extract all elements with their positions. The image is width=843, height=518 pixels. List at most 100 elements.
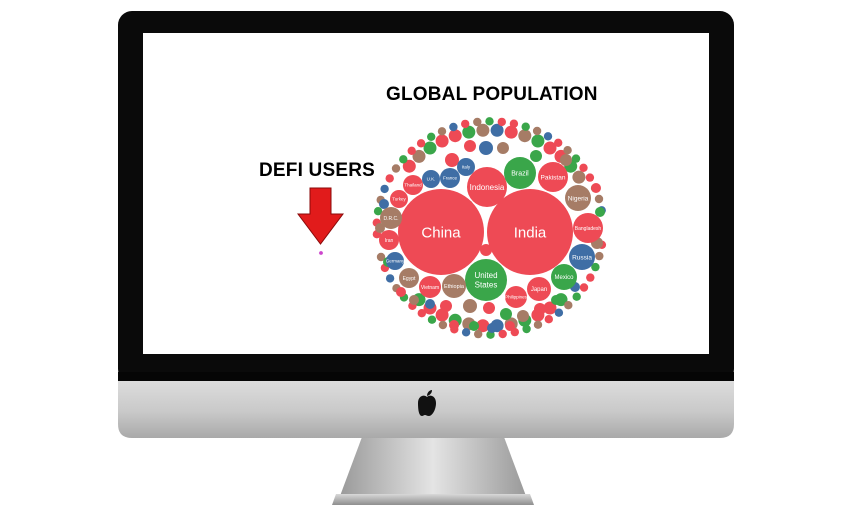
monitor-stand <box>340 437 526 496</box>
minor-country-bubble <box>564 301 573 310</box>
country-label: Thailand <box>404 183 422 188</box>
minor-country-bubble <box>445 153 459 167</box>
country-bubble <box>457 158 475 176</box>
minor-country-bubble <box>487 323 497 333</box>
country-label: Germany <box>386 259 405 264</box>
country-bubble <box>538 162 568 192</box>
minor-country-bubble <box>572 170 586 184</box>
country-bubble <box>573 213 603 243</box>
country-bubble <box>465 259 507 301</box>
minor-country-bubble <box>449 122 458 132</box>
minor-country-bubble <box>476 319 490 333</box>
country-bubble <box>467 167 507 207</box>
country-bubble <box>565 185 591 211</box>
minor-country-bubble <box>554 138 563 147</box>
minor-country-bubble <box>586 273 595 282</box>
minor-country-bubble <box>504 125 518 139</box>
country-bubble <box>398 189 484 275</box>
minor-country-bubble <box>379 199 389 209</box>
minor-country-bubble <box>438 320 448 330</box>
minor-country-bubble <box>463 299 477 313</box>
minor-country-bubble <box>551 295 561 305</box>
country-label: U.K. <box>427 177 436 182</box>
country-bubble <box>379 230 399 250</box>
minor-country-bubble <box>474 329 483 339</box>
minor-country-bubble <box>449 320 459 330</box>
country-bubble <box>442 274 466 298</box>
minor-country-bubble <box>399 155 408 164</box>
minor-country-bubble <box>543 301 557 315</box>
minor-country-bubble <box>534 303 546 315</box>
minor-country-bubble <box>591 183 601 193</box>
country-label: Philippines <box>505 295 528 300</box>
minor-country-bubble <box>437 127 447 136</box>
minor-country-bubble <box>505 321 515 331</box>
defi-users-dot <box>318 250 324 256</box>
minor-country-bubble <box>500 308 512 320</box>
monitor-stand-base <box>332 494 534 505</box>
minor-country-bubble <box>464 140 476 152</box>
minor-country-bubble <box>497 142 509 154</box>
minor-country-bubble <box>469 321 479 331</box>
minor-country-bubble <box>543 141 557 155</box>
minor-country-bubble <box>423 141 437 155</box>
country-label: Brazil <box>511 170 529 177</box>
country-bubble <box>551 264 577 290</box>
country-bubble <box>419 276 441 298</box>
country-label: Italy <box>462 165 471 170</box>
country-label: Vietnam <box>421 285 439 291</box>
minor-country-bubble <box>476 123 490 137</box>
country-bubble <box>505 286 527 308</box>
minor-country-bubble <box>461 328 471 337</box>
country-bubble <box>527 277 551 301</box>
minor-country-bubble <box>497 117 506 127</box>
minor-country-bubble <box>594 194 604 204</box>
country-bubble <box>403 175 423 195</box>
minor-country-bubble <box>483 302 495 314</box>
country-bubble <box>504 157 536 189</box>
country-bubble <box>380 207 402 229</box>
minor-country-bubble <box>427 315 437 324</box>
minor-country-bubble <box>579 283 589 292</box>
minor-country-bubble <box>585 173 595 182</box>
global-population-title: GLOBAL POPULATION <box>386 84 598 105</box>
country-label: Indonesia <box>470 183 505 192</box>
minor-country-bubble <box>417 309 426 318</box>
minor-country-bubble <box>380 184 389 194</box>
minor-country-bubble <box>375 223 385 233</box>
minor-country-bubble <box>571 154 581 163</box>
minor-country-bubble <box>572 292 581 301</box>
country-bubble <box>399 268 419 288</box>
minor-country-bubble <box>461 119 470 129</box>
minor-country-bubble <box>563 146 572 155</box>
defi-users-title: DEFI USERS <box>259 160 376 181</box>
country-bubble <box>386 252 404 270</box>
minor-country-bubble <box>509 119 519 128</box>
minor-country-bubble <box>412 149 426 163</box>
country-label: China <box>421 224 461 241</box>
country-label: Nigeria <box>568 195 589 202</box>
apple-logo-icon <box>418 390 436 416</box>
minor-country-bubble <box>532 126 542 136</box>
country-label: D.R.C. <box>384 216 399 222</box>
minor-country-bubble <box>490 123 504 137</box>
country-label: Mexico <box>554 275 574 281</box>
minor-country-bubble <box>533 320 543 329</box>
minor-country-bubble <box>544 315 553 324</box>
minor-country-bubble <box>391 164 401 173</box>
minor-country-bubble <box>427 132 436 141</box>
minor-country-bubble <box>521 122 530 131</box>
minor-country-bubble <box>591 262 600 272</box>
minor-country-bubble <box>480 244 492 256</box>
down-arrow-icon <box>297 187 344 245</box>
minor-country-bubble <box>416 139 426 148</box>
minor-country-bubble <box>407 146 416 155</box>
country-bubble <box>440 168 460 188</box>
minor-country-bubble <box>440 300 452 312</box>
minor-country-bubble <box>425 299 435 309</box>
country-label: Bangladesh <box>575 226 602 232</box>
minor-country-bubble <box>518 129 532 143</box>
